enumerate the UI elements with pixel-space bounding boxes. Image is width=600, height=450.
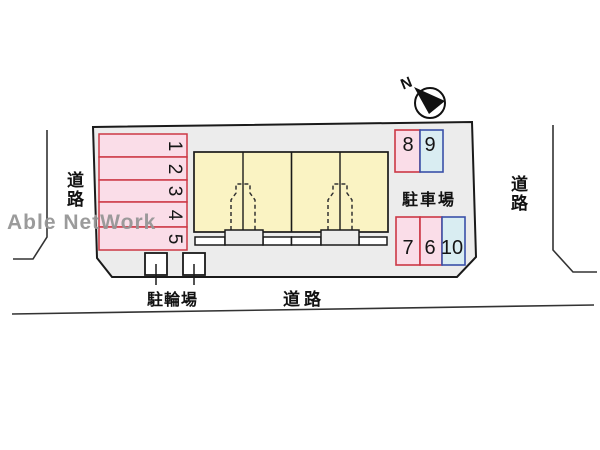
parking-lot-label: 駐車場 — [402, 192, 457, 209]
stall-number-1: 1 — [164, 140, 185, 151]
stall-number-5: 5 — [164, 233, 185, 244]
stall-number-7: 7 — [402, 237, 414, 259]
entry-dashed-outline-right — [327, 183, 353, 230]
right-road-line — [552, 125, 597, 273]
bicycle-parking-label: 駐輪場 — [147, 292, 199, 309]
parking-stall-9 — [419, 129, 444, 173]
north-arrow-needle — [414, 87, 445, 114]
watermark: Able NetWork — [7, 211, 157, 234]
stall-number-9: 9 — [424, 134, 436, 156]
parking-stall-10 — [441, 216, 466, 266]
stall-number-2: 2 — [164, 163, 185, 174]
stall-number-4: 4 — [164, 209, 185, 220]
road-label-bottom: 道路 — [283, 290, 325, 309]
veranda-strip-2 — [262, 236, 293, 246]
stall-number-3: 3 — [164, 185, 185, 197]
entry-dashed-outline-left — [230, 183, 256, 230]
left-parking-stalls — [98, 133, 188, 251]
stall-number-6: 6 — [424, 237, 436, 259]
entrance-porch-right — [320, 229, 360, 246]
parking-stall-7 — [395, 216, 421, 266]
left-road-line — [13, 130, 48, 260]
stall-number-8: 8 — [402, 134, 414, 156]
entrance-porch-left — [224, 229, 264, 246]
veranda-strip-1 — [194, 236, 226, 246]
stall-number-10: 10 — [440, 237, 464, 259]
bottom-road-line — [11, 304, 595, 315]
veranda-strip-3 — [290, 236, 322, 246]
road-label-left: 道路 — [64, 171, 83, 209]
parking-stall-4 — [98, 201, 188, 228]
parking-stall-5 — [98, 226, 188, 251]
veranda-strip-4 — [358, 236, 388, 246]
road-label-right: 道路 — [508, 175, 527, 213]
